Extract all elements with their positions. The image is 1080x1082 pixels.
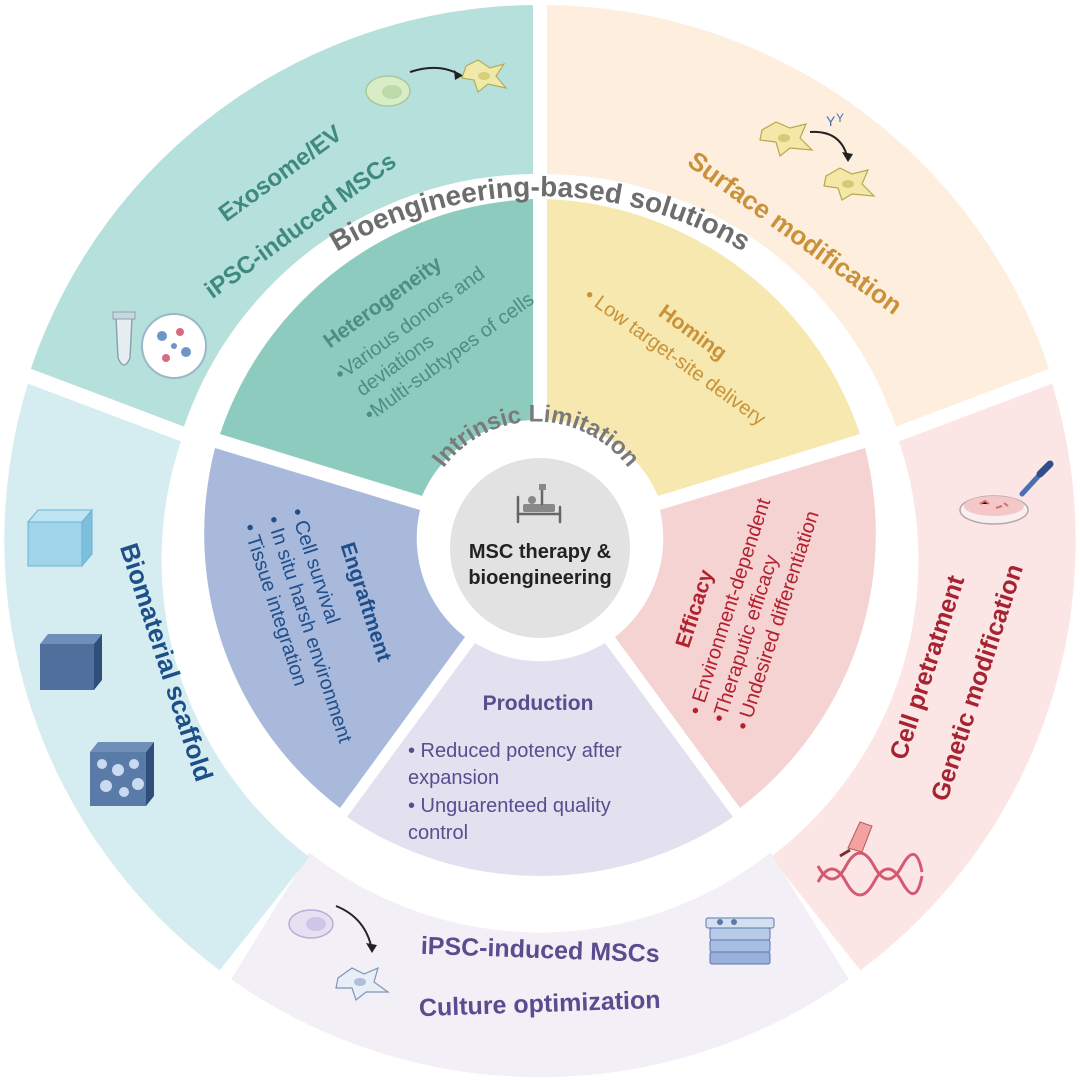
production-title: Production xyxy=(483,692,594,715)
production-bullet-2: expansion xyxy=(408,767,499,789)
solution-sector-pink xyxy=(770,383,1076,971)
production-bullet-3: • Unguarenteed quality xyxy=(408,795,611,817)
petri-dish-icon xyxy=(959,460,1054,525)
limitation-sector-heterogeneity xyxy=(220,199,533,496)
limitation-sector-production xyxy=(347,643,733,877)
cell-culture-flask-icon xyxy=(705,917,775,965)
limitation-sector-engraftment xyxy=(204,448,466,808)
purple-cell-differentiation-icon xyxy=(288,905,390,1002)
exosome-tube-icon xyxy=(112,311,207,379)
porous-scaffold-large-icon xyxy=(90,742,154,806)
solution-sector-orange xyxy=(547,5,1050,427)
center-title-line1: MSC therapy & xyxy=(469,541,611,563)
production-bullet-4: control xyxy=(408,822,468,844)
svg-text:Y: Y xyxy=(836,111,844,125)
dna-editing-icon xyxy=(816,821,924,897)
limitation-sector-homing xyxy=(547,199,860,496)
hydrogel-cube-icon xyxy=(26,508,94,568)
center-circle xyxy=(450,458,630,638)
production-bullet-1: • Reduced potency after xyxy=(408,740,622,762)
porous-scaffold-icon xyxy=(40,634,102,690)
svg-text:Y: Y xyxy=(826,113,836,129)
center-title-line2: bioengineering xyxy=(468,567,611,589)
patient-bed-icon xyxy=(516,484,562,524)
solution-sector-purple xyxy=(231,852,849,1078)
surface-modified-cell-icon: Y Y xyxy=(759,111,876,201)
cell-differentiation-icon xyxy=(365,59,508,107)
limitation-sector-efficacy xyxy=(615,448,876,808)
